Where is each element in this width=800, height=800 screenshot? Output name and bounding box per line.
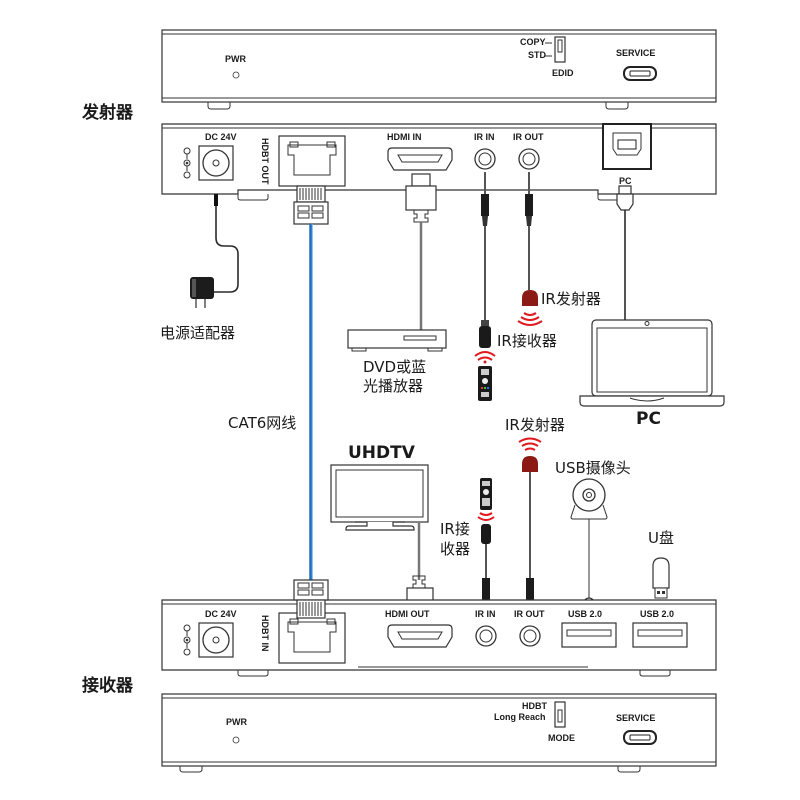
tx-pwr-led (232, 71, 240, 79)
tx-ir-out-jack[interactable] (518, 148, 540, 170)
rx-mode-hdbt-label: HDBT (522, 701, 547, 711)
tx-dc-label: DC 24V (205, 132, 237, 142)
pc-laptop-icon (579, 319, 725, 407)
rx-service-port-icon[interactable] (623, 730, 657, 745)
rx-mode-longreach-label: Long Reach (494, 712, 546, 722)
tx-rj45-plug (293, 185, 329, 225)
tx-dc-jack[interactable] (198, 145, 234, 181)
rx-ir-out-jack[interactable] (519, 625, 541, 647)
rx-usb1-label: USB 2.0 (568, 609, 602, 619)
tx-ir-in-label: IR IN (474, 132, 495, 142)
tx-remote-control-icon (478, 366, 492, 401)
tx-edid-std-label: STD (528, 50, 547, 60)
transmitter-rear-panel: DC 24V HDBT OUT HDMI IN IR IN (161, 123, 717, 201)
dvd-player-label-2: 光播放器 (363, 377, 423, 395)
tx-service-label: SERVICE (616, 48, 655, 58)
rx-usb2-label: USB 2.0 (640, 609, 674, 619)
tx-pwr-label: PWR (225, 54, 246, 64)
rx-hdbt-port[interactable] (278, 612, 346, 664)
rx-hdbt-label: HDBT IN (260, 615, 270, 652)
tx-usb-b-port[interactable] (602, 123, 652, 170)
usb-drive-icon (652, 557, 670, 599)
receiver-section-label: 接收器 (82, 675, 134, 696)
rx-polarity-icon (183, 624, 191, 656)
receiver-rear-panel: DC 24V HDBT IN HDMI OUT IR IN (161, 599, 717, 677)
dvd-player-icon (347, 329, 447, 352)
tx-hdmi-port[interactable] (387, 147, 453, 171)
rx-ir-receiver-label-1: IR接 (440, 520, 470, 538)
tx-edid-label: EDID (552, 68, 574, 78)
tx-usb-a-plug (616, 185, 634, 211)
rx-ir-emitter-label: IR发射器 (505, 416, 565, 434)
rx-ir-signal-icon (477, 512, 495, 521)
rx-pwr-label: PWR (226, 717, 247, 727)
tx-ir-in-jack[interactable] (474, 148, 496, 170)
rx-rj45-plug (293, 579, 329, 619)
rx-ir-receiver-icon (481, 524, 491, 544)
pc-label: PC (636, 409, 661, 429)
tx-ir-out-label: IR OUT (513, 132, 544, 142)
usb-camera-label: USB摄像头 (555, 459, 631, 477)
cat6-cable (309, 224, 313, 582)
rx-mode-label: MODE (548, 733, 575, 743)
tx-hdmi-label: HDMI IN (387, 132, 422, 142)
power-adapter-icon (190, 277, 214, 308)
rx-mode-switch[interactable] (554, 701, 566, 728)
uhdtv-label: UHDTV (348, 443, 416, 463)
transmitter-front-panel: PWR COPY STD EDID SERVICE (161, 29, 717, 110)
tx-hdmi-plug (405, 173, 437, 223)
polarity-icon (183, 147, 191, 179)
usb-camera-icon (570, 478, 608, 520)
rx-ir-emit-signal-icon (518, 437, 542, 451)
rx-ir-in-label: IR IN (475, 609, 496, 619)
dvd-player-label-1: DVD或蓝 (363, 358, 426, 376)
rx-ir-receiver-label-2: 收器 (440, 540, 470, 558)
tx-ir-emit-signal-icon (517, 312, 543, 326)
receiver-front-panel: PWR HDBT Long Reach MODE SERVICE (161, 693, 717, 773)
tx-service-port-icon[interactable] (623, 66, 657, 81)
rx-remote-control-icon (480, 478, 492, 510)
rx-ir-out-label: IR OUT (514, 609, 545, 619)
rx-hdmi-port[interactable] (387, 624, 453, 648)
cat6-cable-label: CAT6网线 (228, 414, 296, 432)
rx-ir-in-jack[interactable] (475, 625, 497, 647)
tx-ir-emitter-label: IR发射器 (541, 290, 601, 308)
power-adapter-label: 电源适配器 (160, 324, 235, 342)
tx-hdbt-port[interactable] (278, 135, 346, 187)
tx-ir-receiver-label: IR接收器 (497, 332, 557, 350)
tx-hdbt-label: HDBT OUT (260, 138, 270, 185)
transmitter-section-label: 发射器 (81, 102, 134, 123)
rx-pwr-led (232, 736, 240, 744)
tx-pc-label: PC (619, 176, 632, 186)
rx-usb1-port[interactable] (561, 622, 617, 648)
rx-service-label: SERVICE (616, 713, 655, 723)
usb-drive-label: U盘 (648, 529, 674, 547)
tx-edid-switch[interactable] (554, 36, 566, 63)
tx-ir-emitter-icon (522, 290, 538, 306)
tx-ir-signal-icon (474, 351, 496, 364)
uhdtv-icon (330, 464, 429, 531)
tx-ir-in-plug (481, 172, 489, 226)
tx-edid-copy-label: COPY (520, 37, 546, 47)
rx-hdmi-label: HDMI OUT (385, 609, 430, 619)
rx-ir-emitter-icon (522, 456, 538, 472)
rx-usb2-port[interactable] (632, 622, 688, 648)
rx-dc-label: DC 24V (205, 609, 237, 619)
rx-dc-jack[interactable] (198, 622, 234, 658)
tx-ir-receiver-icon (479, 320, 491, 348)
tx-cables: 电源适配器 DVD或蓝 光播放器 (160, 172, 725, 429)
tx-ir-out-plug (525, 172, 533, 226)
